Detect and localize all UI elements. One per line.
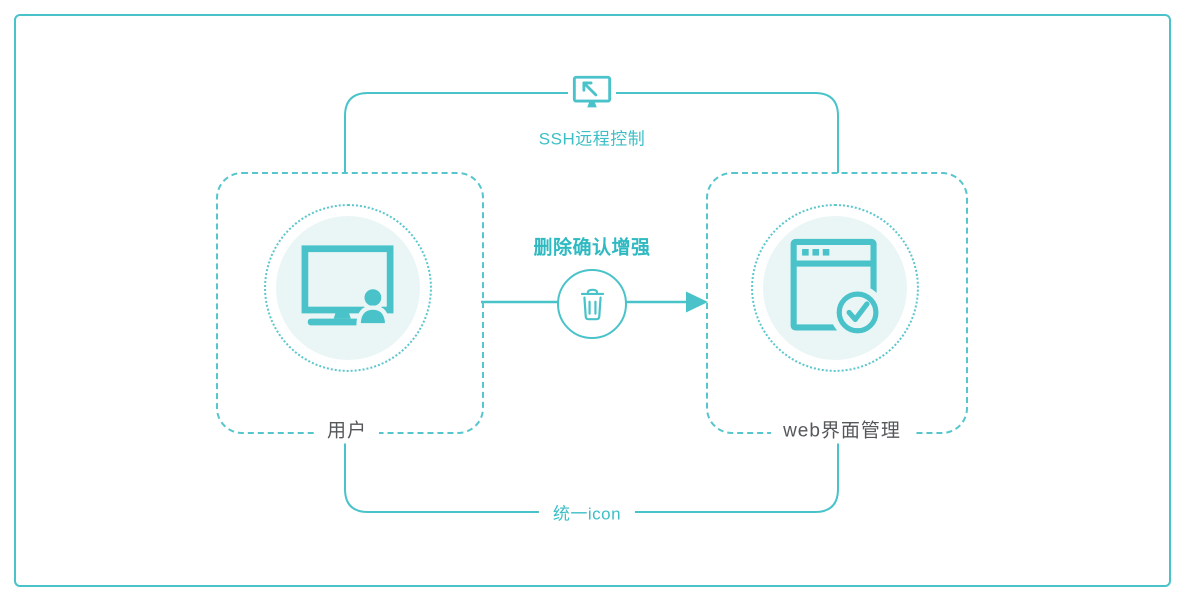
middle-connection-label: 删除确认增强 bbox=[533, 237, 651, 259]
user-computer-icon bbox=[301, 245, 394, 328]
right-node-box bbox=[706, 172, 968, 434]
bottom-connection-label: 统一icon bbox=[538, 498, 636, 526]
right-node-label: web界面管理 bbox=[771, 414, 913, 444]
trash-icon bbox=[580, 288, 604, 320]
left-node-label: 用户 bbox=[314, 414, 380, 444]
right-node-circle bbox=[751, 204, 919, 372]
delete-confirm-badge bbox=[557, 269, 627, 339]
remote-desktop-icon-glyph bbox=[572, 75, 612, 108]
top-connection-label: SSH远程控制 bbox=[538, 129, 646, 149]
left-node-box bbox=[216, 172, 484, 434]
left-node-inner-circle bbox=[276, 216, 420, 360]
remote-desktop-icon bbox=[568, 71, 616, 115]
arrowhead bbox=[686, 291, 708, 313]
page-frame bbox=[14, 14, 1171, 587]
left-node-circle bbox=[264, 204, 432, 372]
right-node-inner-circle bbox=[763, 216, 907, 360]
browser-check-icon bbox=[790, 238, 882, 340]
